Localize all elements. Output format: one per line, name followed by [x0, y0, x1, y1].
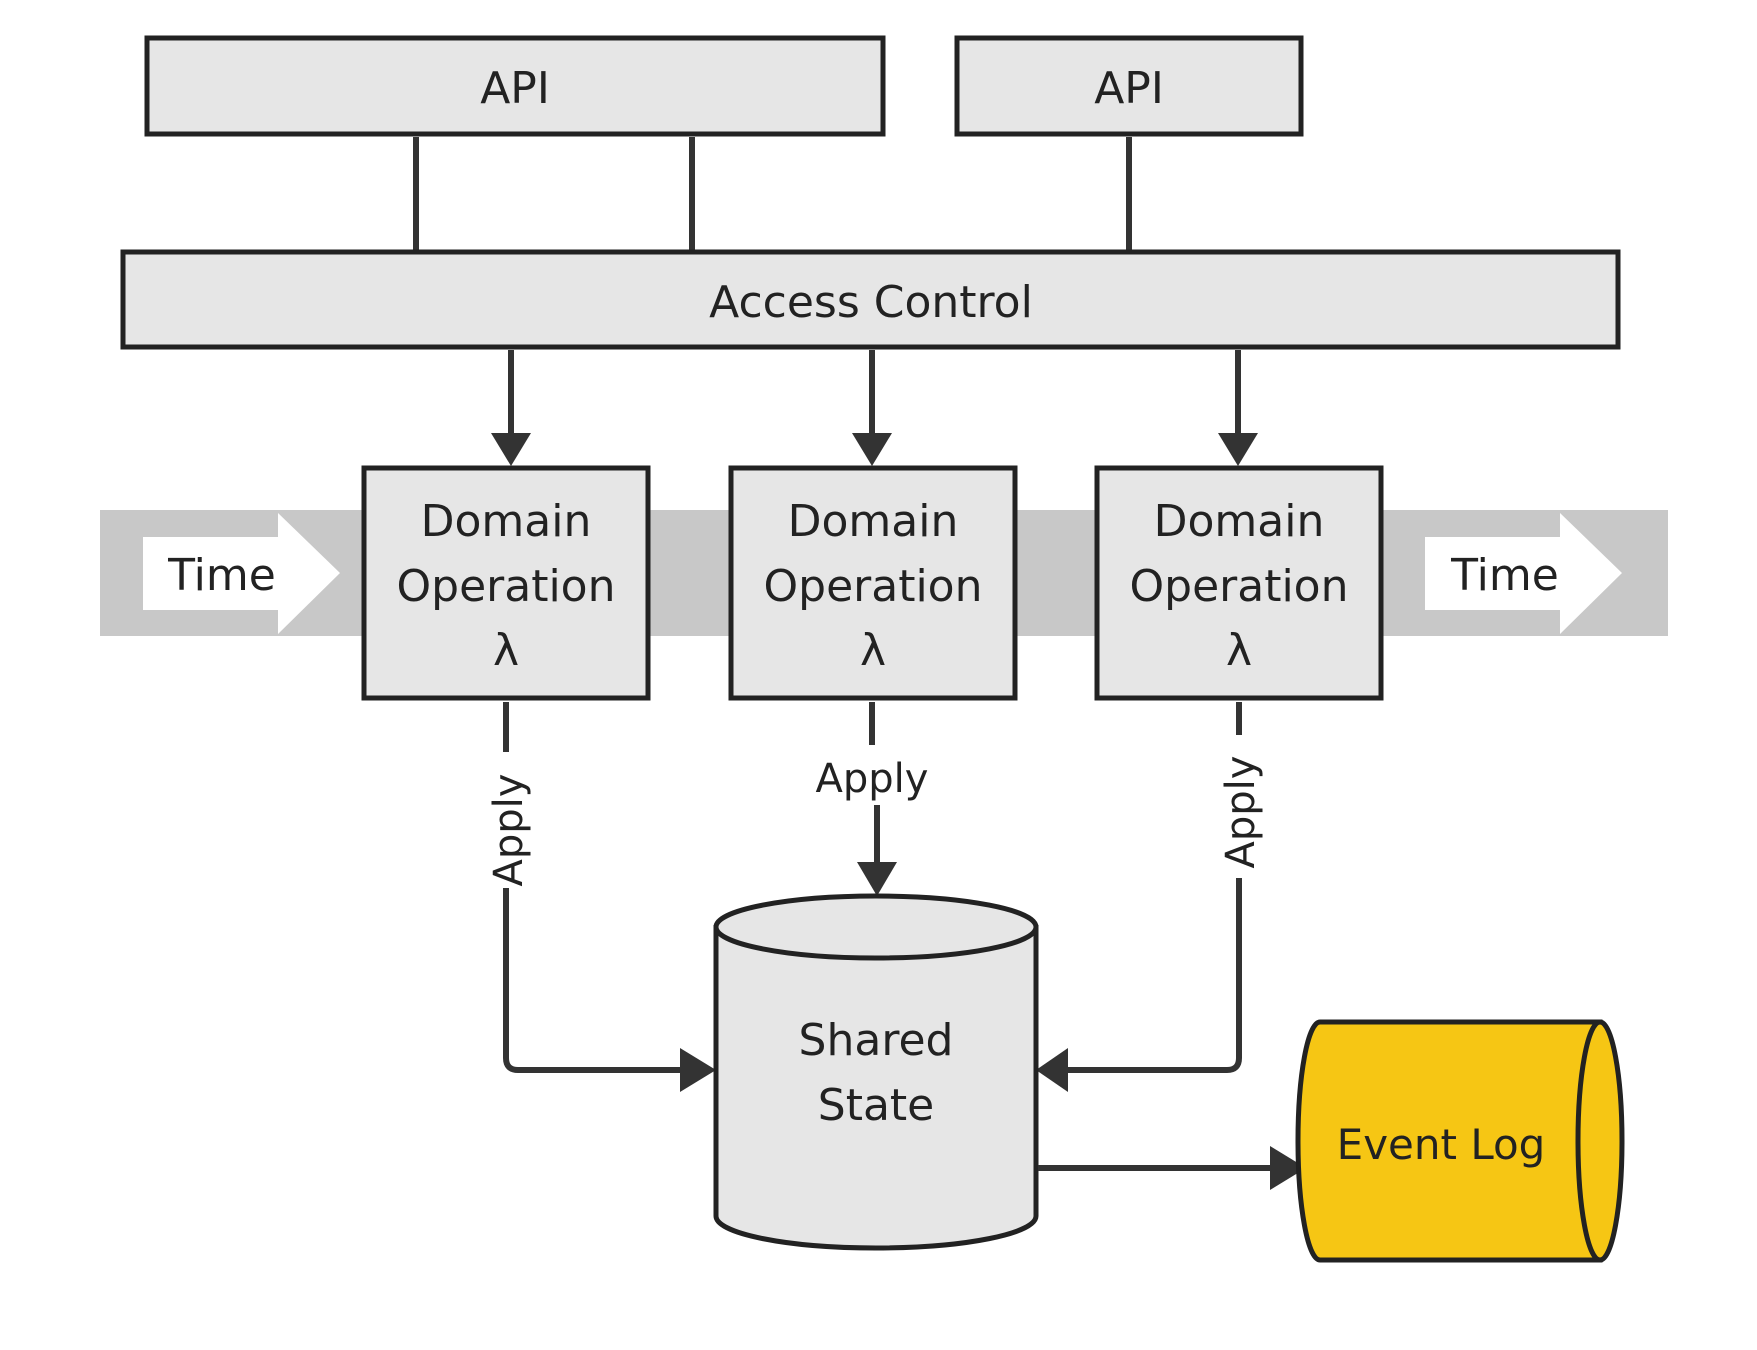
domain-operation-1: Domain Operation λ	[361, 465, 651, 701]
op1-line2: Operation	[397, 561, 616, 612]
shared-state-line1: Shared	[799, 1015, 954, 1066]
api-box-right: API	[954, 35, 1304, 137]
time-label-left: Time	[167, 550, 276, 601]
arrow-state-to-event-log	[1038, 1146, 1306, 1190]
op3-line2: Operation	[1130, 561, 1349, 612]
op3-lambda: λ	[1226, 625, 1252, 676]
event-log-label: Event Log	[1337, 1120, 1546, 1169]
apply-connector-center: Apply	[816, 702, 929, 896]
op2-line1: Domain	[788, 496, 959, 547]
event-log-cylinder: Event Log	[1295, 1019, 1625, 1263]
op3-line1: Domain	[1154, 496, 1325, 547]
domain-operation-3: Domain Operation λ	[1094, 465, 1384, 701]
time-label-right: Time	[1450, 550, 1559, 601]
op2-lambda: λ	[860, 625, 886, 676]
shared-state-line2: State	[818, 1080, 934, 1131]
op1-line1: Domain	[421, 496, 592, 547]
op2-line2: Operation	[764, 561, 983, 612]
domain-operation-2: Domain Operation λ	[728, 465, 1018, 701]
apply-label-right: Apply	[1218, 756, 1264, 869]
apply-label-left: Apply	[486, 774, 532, 887]
api-box-left: API	[144, 35, 886, 137]
shared-state-cylinder: Shared State	[713, 893, 1039, 1251]
api-left-label: API	[480, 63, 550, 114]
api-right-label: API	[1094, 63, 1164, 114]
access-control-label: Access Control	[709, 277, 1033, 328]
access-control-box: Access Control	[120, 249, 1621, 350]
time-arrow-left: Time	[143, 513, 340, 634]
apply-connector-right: Apply	[1036, 702, 1264, 1092]
apply-label-center: Apply	[816, 756, 929, 802]
apply-connector-left: Apply	[486, 702, 716, 1092]
op1-lambda: λ	[493, 625, 519, 676]
time-arrow-right: Time	[1425, 513, 1622, 634]
